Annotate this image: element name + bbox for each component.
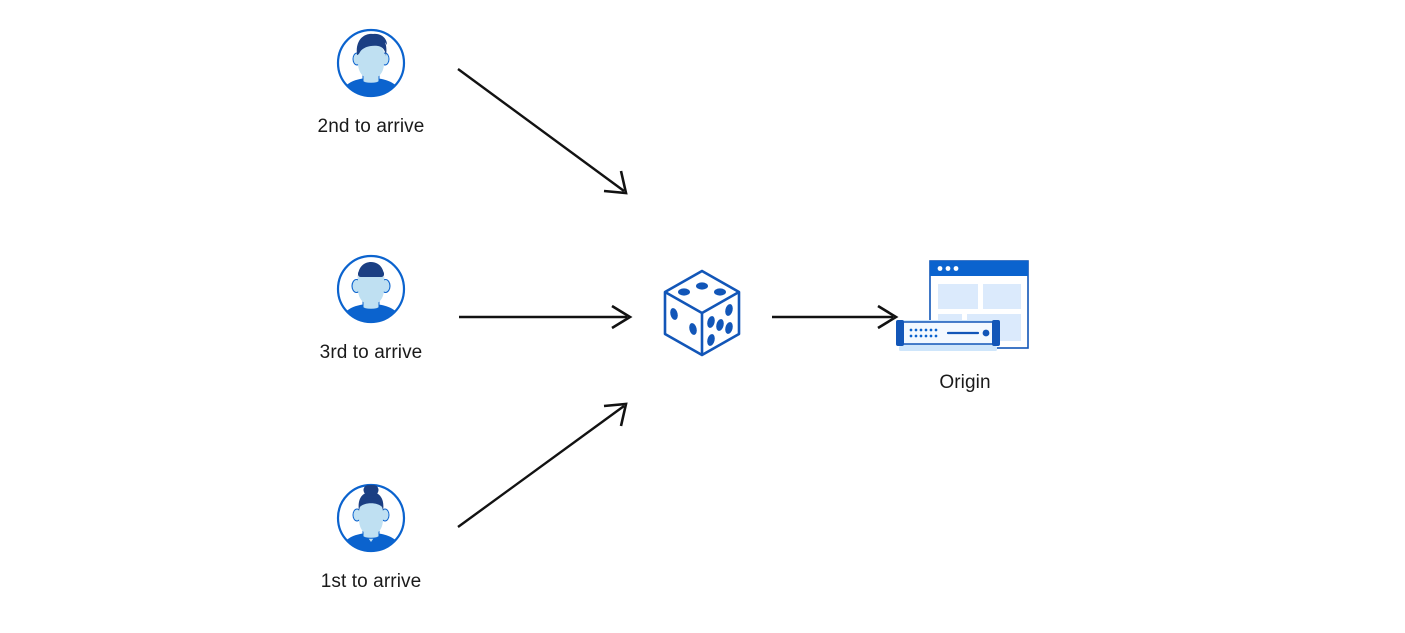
dice-node[interactable] bbox=[659, 265, 745, 361]
arrow-dice-to-origin bbox=[772, 304, 899, 330]
client-node-2nd[interactable]: 2nd to arrive bbox=[311, 25, 431, 145]
client-node-1st[interactable]: 1st to arrive bbox=[311, 480, 431, 600]
arrow-1st-to-dice bbox=[457, 402, 628, 528]
dice-icon bbox=[659, 265, 745, 361]
user-avatar-icon bbox=[333, 25, 409, 101]
server-device bbox=[896, 320, 1000, 351]
client-label-1st: 1st to arrive bbox=[320, 571, 422, 592]
user-avatar-icon bbox=[333, 251, 409, 327]
user-avatar-icon bbox=[333, 480, 409, 556]
arrow-2nd-to-dice bbox=[457, 68, 628, 195]
origin-node[interactable]: Origin bbox=[890, 255, 1040, 410]
origin-label: Origin bbox=[939, 372, 991, 393]
arrow-3rd-to-dice bbox=[459, 304, 633, 330]
client-label-3rd: 3rd to arrive bbox=[319, 342, 423, 363]
origin-server-icon bbox=[890, 255, 1040, 365]
client-node-3rd[interactable]: 3rd to arrive bbox=[311, 251, 431, 371]
client-label-2nd: 2nd to arrive bbox=[317, 116, 425, 137]
